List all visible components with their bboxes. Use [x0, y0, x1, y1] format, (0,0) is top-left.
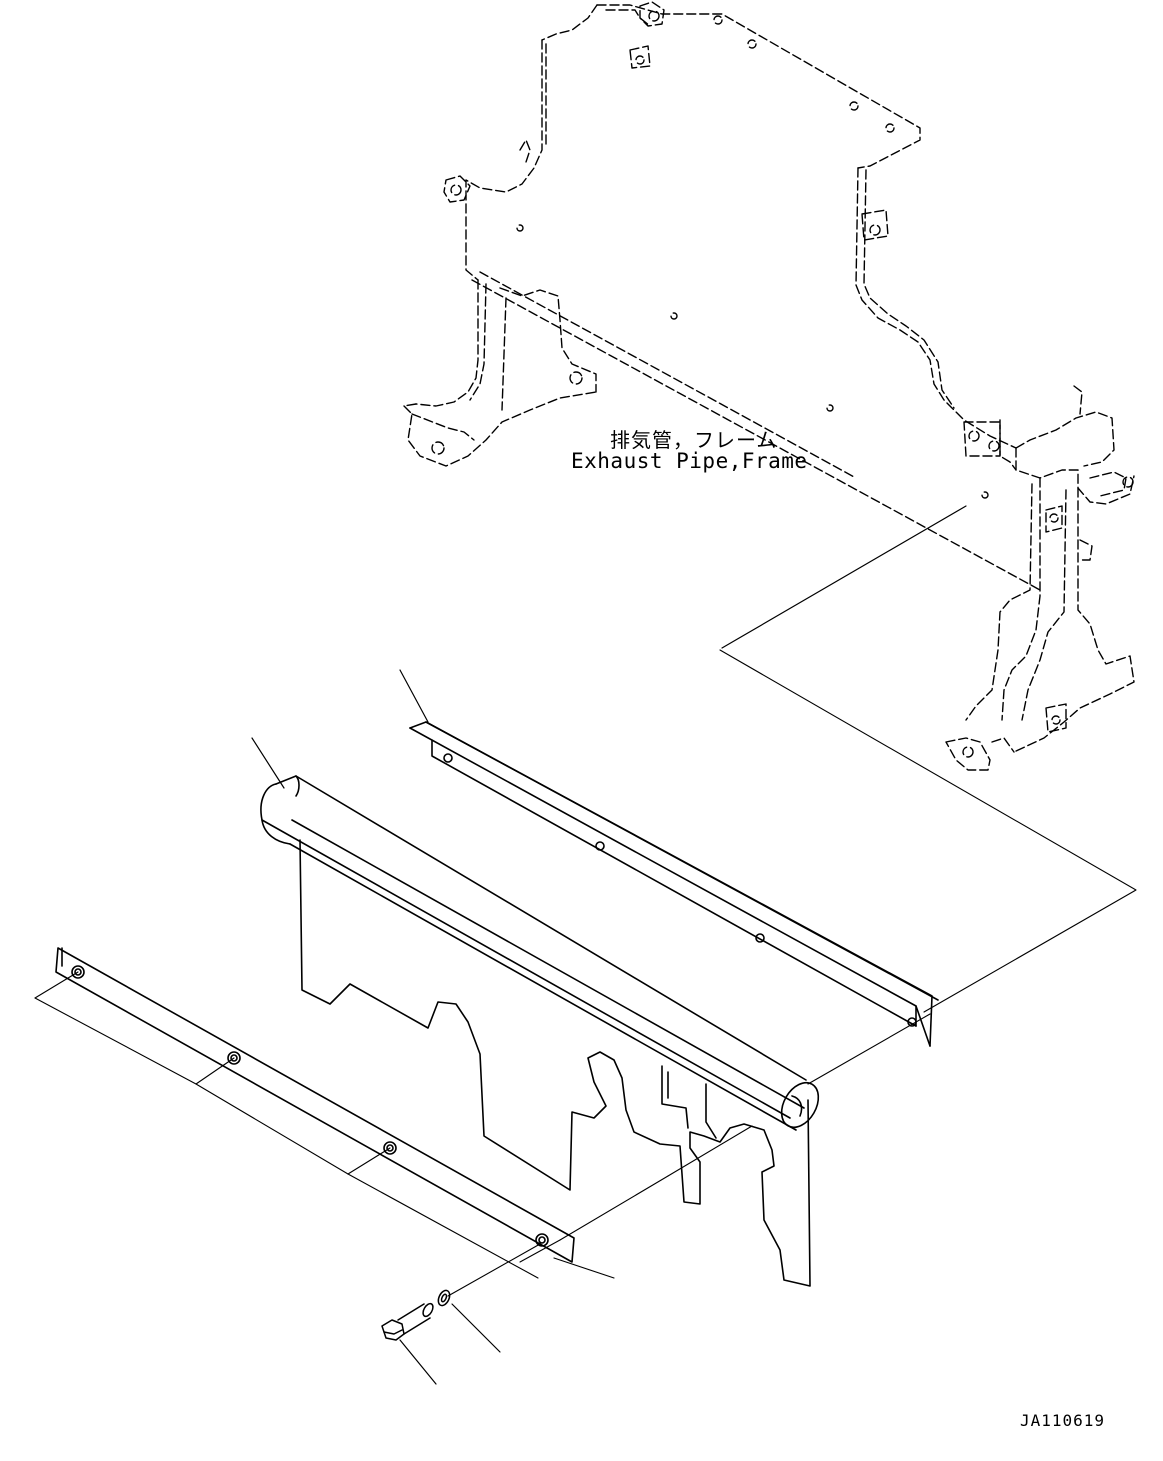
exhaust-pipe-frame: [404, 2, 1134, 770]
cover-leader-line: [252, 738, 284, 788]
lower-strip: [56, 948, 574, 1262]
frame-label-jp: 排気管，フレーム: [610, 428, 778, 452]
upper-bracket: [410, 722, 938, 1046]
frame-leader-line: [722, 506, 966, 648]
bolt: [382, 1302, 435, 1340]
washer-leader-line: [452, 1304, 500, 1352]
bolt-leader-line: [400, 1340, 436, 1384]
assembly-guide-lines: [35, 650, 1136, 1296]
cover-with-pipe: [261, 776, 826, 1286]
washer: [436, 1289, 452, 1308]
bracket-leader-line: [400, 670, 428, 722]
drawing-code: JA110619: [1020, 1411, 1106, 1430]
frame-label-en: Exhaust Pipe,Frame: [571, 449, 808, 473]
